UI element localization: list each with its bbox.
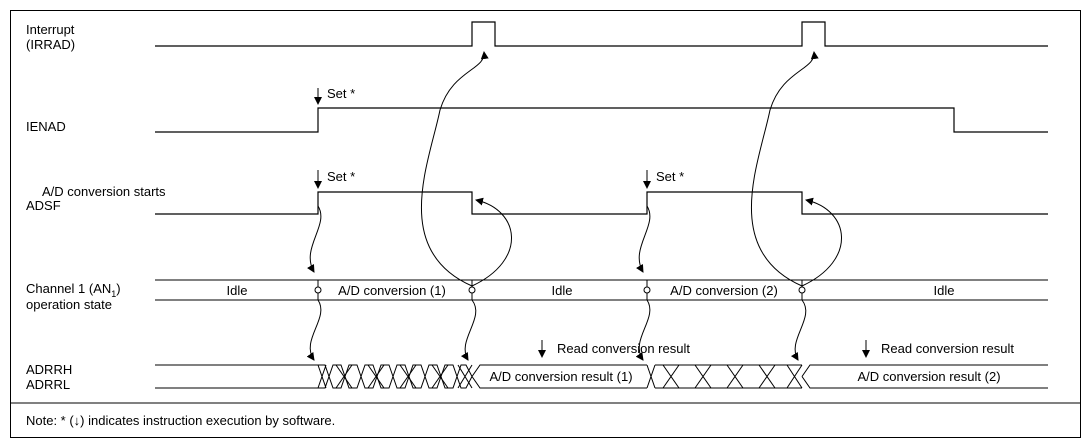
read-result-1-label: Read conversion result <box>557 341 690 356</box>
adrr-label-line2: ADRRL <box>26 377 70 392</box>
channel-label-pre: Channel 1 (AN <box>26 281 111 296</box>
set-adsf-2-label: Set * <box>656 169 684 184</box>
conversion-start-marker <box>643 286 651 294</box>
bus-update-arrow <box>306 299 322 361</box>
signal-labels: Interrupt (IRRAD) IENAD ADSF Channel 1 (… <box>26 22 121 392</box>
state-conversion-1: A/D conversion (1) <box>338 283 446 298</box>
adsf-waveform <box>155 191 1048 215</box>
result-ready-arrow <box>460 299 477 361</box>
channel-label-sub: 1 <box>111 289 116 299</box>
result-2-label: A/D conversion result (2) <box>857 369 1000 384</box>
channel-label-line1: Channel 1 (AN1) <box>26 281 121 299</box>
set-adsf-1-label: Set * <box>327 169 355 184</box>
causal-arrows <box>306 51 842 361</box>
interrupt-arrow <box>421 51 489 287</box>
state-idle-2: Idle <box>552 283 573 298</box>
state-idle-3: Idle <box>934 283 955 298</box>
conversion-end-marker <box>468 286 476 294</box>
state-idle-1: Idle <box>227 283 248 298</box>
irrad-label-line2: (IRRAD) <box>26 37 75 52</box>
conversion-end-marker <box>798 286 806 294</box>
adsf-clear-arrow <box>801 197 842 287</box>
ienad-label: IENAD <box>26 119 66 134</box>
read-result-2-label: Read conversion result <box>881 341 1014 356</box>
ienad-waveform <box>155 107 1048 133</box>
note-text: Note: * (↓) indicates instruction execut… <box>26 413 335 428</box>
start-conversion-arrow <box>307 205 322 273</box>
result-1-label: A/D conversion result (1) <box>489 369 632 384</box>
conversion-starts-label: A/D conversion starts <box>42 184 166 199</box>
adrr-bus <box>155 364 1048 389</box>
set-ienad-label: Set * <box>327 86 355 101</box>
irrad-waveform <box>155 21 1048 47</box>
adsf-clear-arrow <box>471 197 512 287</box>
adsf-label: ADSF <box>26 198 61 213</box>
bus-update-arrow <box>635 299 651 361</box>
conversion-start-marker <box>314 286 322 294</box>
adrr-label-line1: ADRRH <box>26 362 72 377</box>
start-conversion-arrow <box>636 205 651 273</box>
interrupt-arrow <box>751 51 819 287</box>
state-conversion-2: A/D conversion (2) <box>670 283 778 298</box>
channel-label-post: ) <box>116 281 120 296</box>
channel-state-bus <box>155 279 1048 301</box>
channel-label-line2: operation state <box>26 297 112 312</box>
diagram-frame <box>10 10 1081 438</box>
irrad-label-line1: Interrupt <box>26 22 75 37</box>
result-ready-arrow <box>790 299 807 361</box>
